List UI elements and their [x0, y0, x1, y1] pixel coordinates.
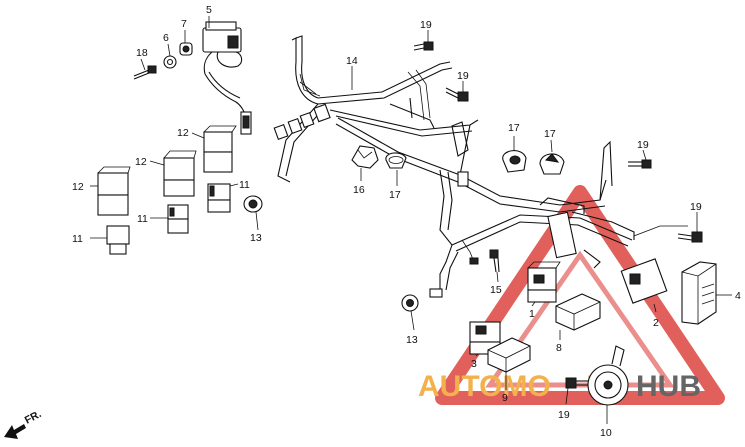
label-part-10: 10 [600, 427, 612, 439]
part-14-main-bracket [273, 35, 688, 298]
part-17-clamp-c [539, 153, 565, 175]
part-17-clamp-b [502, 150, 527, 173]
label-part-19-c: 19 [637, 139, 649, 151]
part-17-clamp-a [385, 152, 407, 169]
label-part-18: 18 [136, 47, 148, 59]
part-2-relay [620, 258, 668, 304]
label-part-17-b: 17 [508, 122, 520, 134]
label-part-17-c: 17 [544, 128, 556, 140]
part-13-grommet-a [243, 195, 263, 213]
label-part-9: 9 [502, 392, 508, 404]
part-9-module [487, 337, 531, 373]
part-5-relay-harness [202, 21, 252, 135]
label-part-19-d: 19 [690, 201, 702, 213]
part-16-clamp [351, 145, 379, 169]
part-15-screw [489, 249, 500, 273]
label-part-3: 3 [471, 358, 477, 370]
label-part-14: 14 [346, 55, 358, 67]
part-8-module [555, 293, 601, 331]
part-3-relay [469, 321, 501, 355]
label-part-8: 8 [556, 342, 562, 354]
label-part-2: 2 [653, 317, 659, 329]
part-4-control-unit [681, 261, 717, 325]
watermark-text-1: AUTOMO [418, 370, 551, 403]
label-part-16: 16 [353, 184, 365, 196]
label-part-19-e: 19 [558, 409, 570, 421]
label-part-13-a: 13 [250, 232, 262, 244]
label-part-13-b: 13 [406, 334, 418, 346]
label-part-4: 4 [735, 290, 741, 302]
label-part-12-b: 12 [135, 156, 147, 168]
part-19-bolt-d [677, 231, 703, 243]
label-part-6: 6 [163, 32, 169, 44]
part-11-relay-b [167, 204, 189, 234]
part-19-bolt-c [628, 159, 652, 169]
label-part-5: 5 [206, 4, 212, 16]
label-part-1: 1 [529, 308, 535, 320]
label-part-12-c: 12 [72, 181, 84, 193]
part-11-relay-a [207, 183, 231, 213]
part-18-bolt [133, 65, 157, 80]
part-12-relay-c [97, 166, 131, 216]
part-7-grommet [179, 42, 193, 56]
part-11-relay-c [106, 225, 130, 255]
front-direction-label: FR. [23, 408, 44, 427]
part-number-labels: 5 7 6 18 12 12 12 11 11 11 13 14 19 19 1… [72, 4, 741, 439]
part-19-bolt-a [413, 41, 434, 51]
watermark-text-3: HUB [636, 370, 701, 403]
part-13-grommet-b [401, 294, 419, 312]
part-6-washer [163, 55, 177, 69]
label-part-19-b: 19 [457, 70, 469, 82]
part-19-bolt-b [445, 87, 469, 102]
part-12-relay-a [203, 125, 237, 173]
part-1-relay [527, 261, 561, 303]
part-12-relay-b [163, 150, 197, 197]
label-part-11-c: 11 [72, 233, 83, 245]
label-part-11-a: 11 [239, 179, 250, 191]
label-part-17-a: 17 [389, 189, 401, 201]
label-part-19-a: 19 [420, 19, 432, 31]
front-arrow-icon [4, 424, 26, 439]
label-part-11-b: 11 [137, 213, 148, 225]
label-part-7: 7 [181, 18, 187, 30]
part-10-horn [587, 345, 629, 406]
label-part-15: 15 [490, 284, 502, 296]
label-part-12-a: 12 [177, 127, 189, 139]
